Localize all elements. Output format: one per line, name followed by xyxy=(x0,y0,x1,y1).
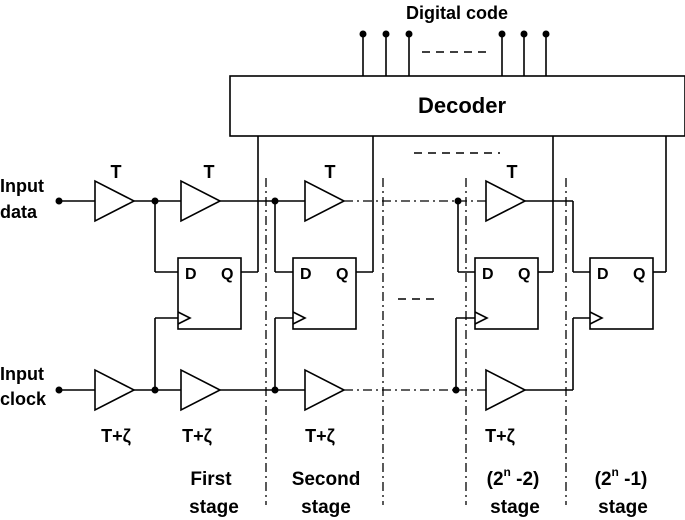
ff1-q-label: Q xyxy=(221,266,233,283)
data-delay-label-1: T xyxy=(111,162,122,182)
data-buffer-4 xyxy=(485,179,527,223)
data-line xyxy=(55,179,590,273)
stage-label-first-1: First xyxy=(190,469,232,490)
clock-line xyxy=(55,368,527,412)
stage-label-n-minus-2-2: stage xyxy=(490,497,540,518)
ff1-d-label: D xyxy=(185,266,197,283)
digital-code-label: Digital code xyxy=(406,3,508,23)
input-clock-label-2: clock xyxy=(0,389,47,409)
data-buffer-1 xyxy=(94,179,136,223)
ff3-d-label: D xyxy=(482,266,494,283)
data-delay-label-3: T xyxy=(325,162,336,182)
flip-flop-4 xyxy=(525,136,667,391)
stage-label-second-1: Second xyxy=(292,469,361,490)
ff4-q-label: Q xyxy=(633,266,645,283)
clock-delay-label-3: T+ζ xyxy=(305,426,335,447)
data-buffer-2 xyxy=(180,179,222,223)
stage-label-n-minus-1-1: (2n -1) xyxy=(595,465,648,490)
ff2-d-label: D xyxy=(300,266,312,283)
stage-label-n-minus-2-1: (2n -2) xyxy=(487,465,540,490)
digital-code-pins xyxy=(359,30,550,76)
input-clock-label-1: Input xyxy=(0,364,44,384)
stage-label-first-2: stage xyxy=(189,497,239,518)
clock-buffer-4 xyxy=(485,368,527,412)
decoder-block xyxy=(229,75,685,137)
ff2-q-label: Q xyxy=(336,266,348,283)
input-data-label-1: Input xyxy=(0,176,44,196)
clock-delay-label-2: T+ζ xyxy=(182,426,212,447)
data-buffer-3 xyxy=(304,179,346,223)
clock-buffer-1 xyxy=(94,368,136,412)
decoder-label: Decoder xyxy=(418,93,506,118)
clock-buffer-2 xyxy=(180,368,222,412)
data-delay-label-2: T xyxy=(204,162,215,182)
flip-flop-3 xyxy=(455,136,554,390)
ff4-d-label: D xyxy=(597,266,609,283)
clock-delay-label-4: T+ζ xyxy=(485,426,515,447)
input-data-label-2: data xyxy=(0,202,38,222)
stage-separators xyxy=(265,178,567,505)
data-delay-label-4: T xyxy=(507,162,518,182)
ff3-q-label: Q xyxy=(518,266,530,283)
clock-buffer-3 xyxy=(304,368,346,412)
stage-label-n-minus-1-2: stage xyxy=(598,497,648,518)
flip-flop-1 xyxy=(154,136,259,390)
stage-label-second-2: stage xyxy=(301,497,351,518)
clock-delay-label-1: T+ζ xyxy=(101,426,131,447)
flip-flop-2 xyxy=(274,136,374,390)
